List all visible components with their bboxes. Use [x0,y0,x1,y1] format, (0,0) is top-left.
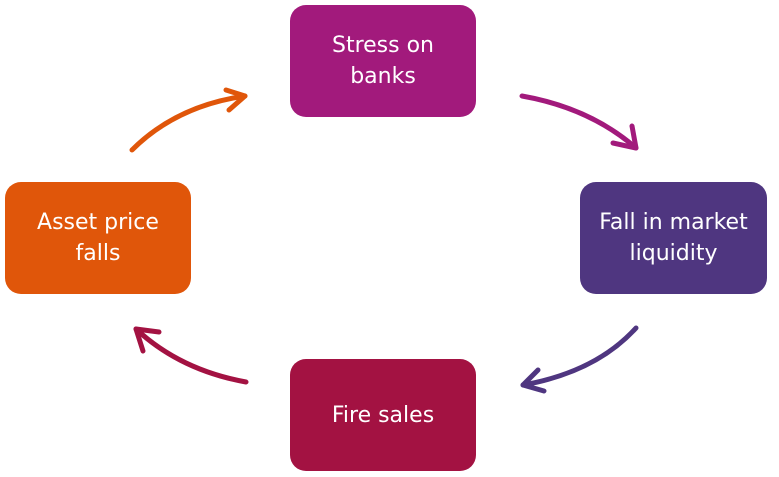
arrow-liquidity-to-fire-sales [520,325,639,394]
node-label-line: falls [75,241,121,266]
node-label-line: Fall in market [599,210,748,235]
node-label-line: Asset price [37,210,159,235]
node-fire-sales: Fire sales [290,359,476,471]
node-label-line: Stress on [331,33,434,58]
arrow-asset-price-to-stress [129,87,248,153]
node-stress-on-banks: Stress on banks [290,5,476,117]
arrow-stress-to-liquidity [519,93,639,151]
arrow-fire-sales-to-asset-price [133,326,249,385]
node-asset-price-falls: Asset price falls [5,182,191,294]
node-label-line: banks [350,64,416,89]
node-label-line: Fire sales [331,402,435,428]
node-label-line: liquidity [629,241,718,266]
node-fall-in-market-liquidity: Fall in market liquidity [580,182,767,294]
